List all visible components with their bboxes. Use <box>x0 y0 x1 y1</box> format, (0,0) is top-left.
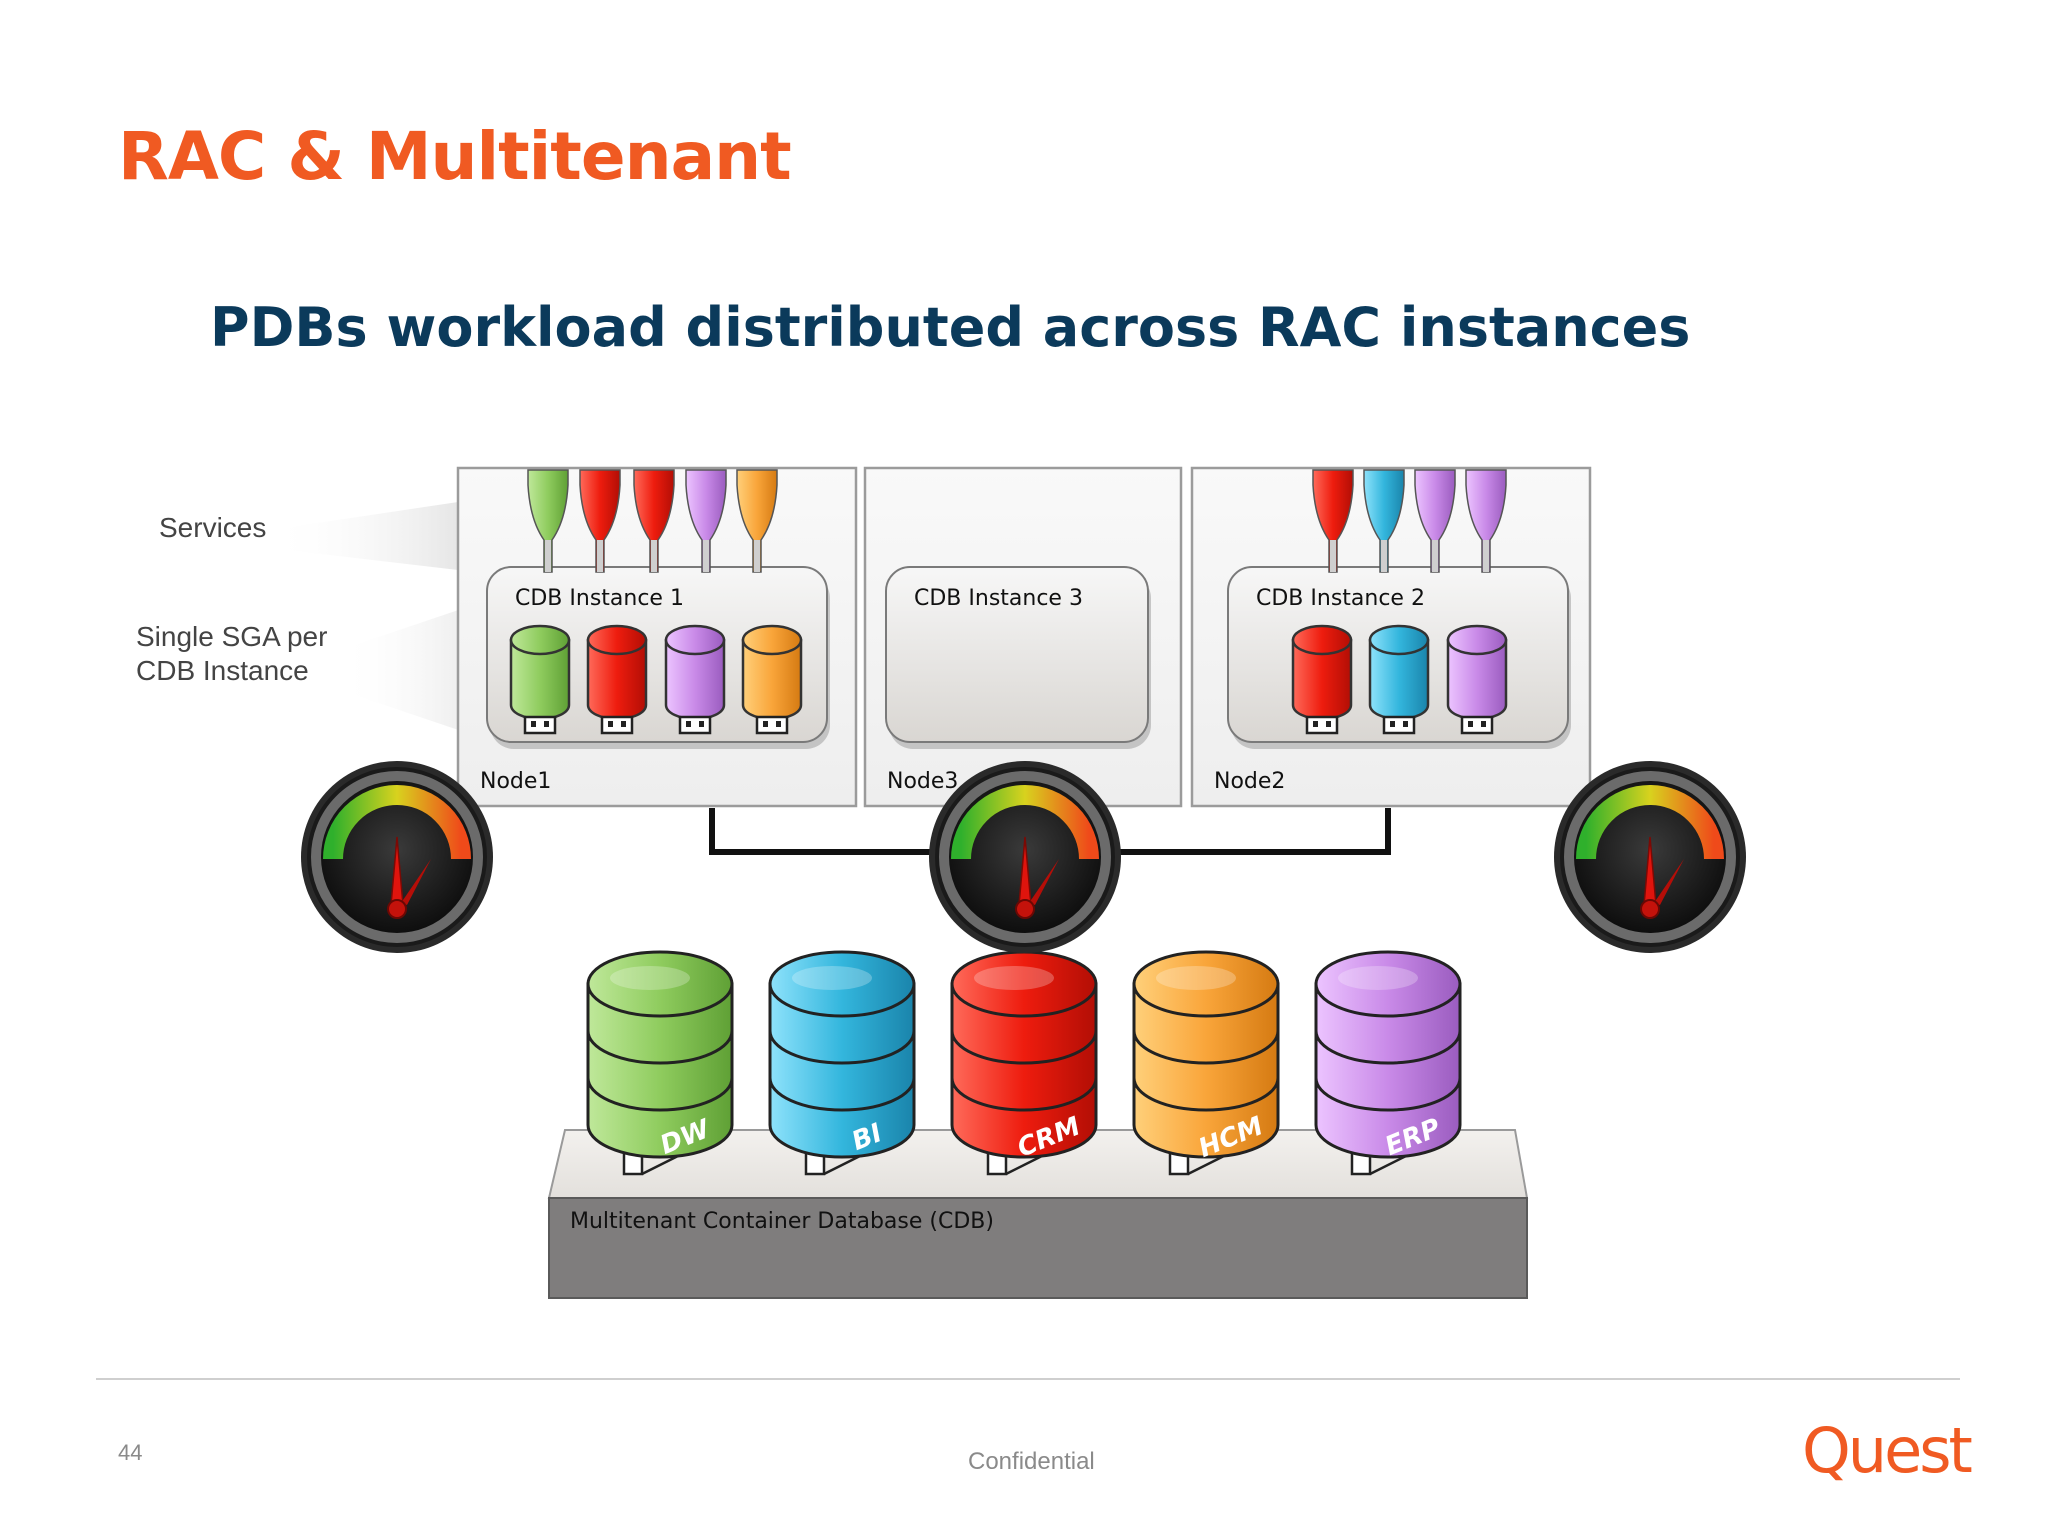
cdb-label: Multitenant Container Database (CDB) <box>570 1209 994 1234</box>
subtitle-part-1: PDBs workload <box>210 296 686 359</box>
sga-pdb-violet <box>1446 624 1508 735</box>
page-number: 44 <box>118 1440 143 1465</box>
sga-pdb-orange <box>741 624 803 735</box>
pdb-crm: CRM <box>950 950 1098 1176</box>
sga-pdb-red <box>586 624 648 735</box>
pdb-hcm: HCM <box>1132 950 1280 1176</box>
service-violet <box>1414 469 1456 573</box>
sga-beam <box>340 600 488 740</box>
sga-pdb-green <box>509 624 571 735</box>
pdb-erp: ERP <box>1314 950 1462 1176</box>
node-2: Node3 CDB Instance 3 <box>863 466 1183 808</box>
service-red <box>579 469 621 573</box>
service-violet <box>685 469 727 573</box>
node-label: Node2 <box>1214 769 1285 794</box>
slide-subtitle: PDBs workload distributed across RAC ins… <box>210 296 1690 359</box>
slide-title: RAC & Multitenant <box>118 118 792 195</box>
quest-logo: Quest <box>1802 1414 1972 1487</box>
service-violet <box>1465 469 1507 573</box>
speedometer-icon <box>301 761 493 953</box>
cdb-instance-label: CDB Instance 1 <box>515 586 684 611</box>
subtitle-emphasis: distributed <box>685 296 1024 359</box>
service-cyan <box>1363 469 1405 573</box>
speedometer-icon <box>929 761 1121 953</box>
service-red <box>633 469 675 573</box>
quest-logo-text: Quest <box>1802 1414 1972 1487</box>
confidential-label: Confidential <box>968 1448 1095 1475</box>
sga-pdb-cyan <box>1368 624 1430 735</box>
speedometer-icon <box>1554 761 1746 953</box>
sga-label: Single SGA per CDB Instance <box>136 620 327 688</box>
service-orange <box>736 469 778 573</box>
node-1: Node1 CDB Instance 1 <box>456 466 858 808</box>
sga-pdb-violet <box>664 624 726 735</box>
cdb-instance-label: CDB Instance 3 <box>914 586 1083 611</box>
sga-label-line-2: CDB Instance <box>136 655 309 686</box>
node-label: Node1 <box>480 769 551 794</box>
cdb-instance-label: CDB Instance 2 <box>1256 586 1425 611</box>
gauges-layer <box>301 761 1746 953</box>
sga-pdb-red <box>1291 624 1353 735</box>
subtitle-part-2: across RAC instances <box>1024 296 1691 359</box>
footer-divider <box>96 1378 1960 1380</box>
sga-label-line-1: Single SGA per <box>136 621 328 652</box>
services-label: Services <box>159 512 267 543</box>
service-red <box>1312 469 1354 573</box>
cdb-instance-box <box>885 566 1149 743</box>
service-green <box>527 469 569 573</box>
node-label: Node3 <box>887 769 958 794</box>
cdb-platform: Multitenant Container Database (CDB) <box>547 1129 1529 1299</box>
node-3: Node2 CDB Instance 2 <box>1190 466 1592 808</box>
pdb-dw: DW <box>586 950 734 1176</box>
pdb-bi: BI <box>768 950 916 1176</box>
services-beam <box>270 502 458 570</box>
